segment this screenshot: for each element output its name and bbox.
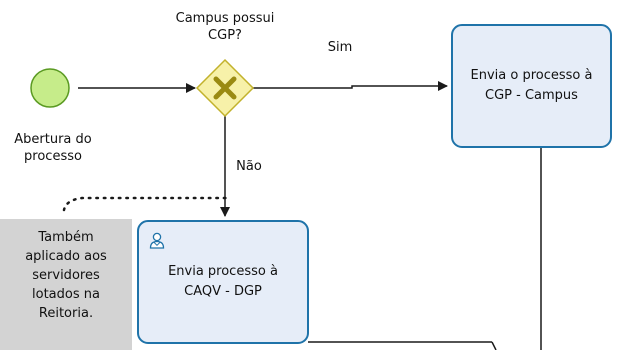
start-event-label: Abertura do processo (0, 131, 106, 165)
gateway-label-line1: Campus possui (175, 11, 275, 26)
start-event-label-line2: processo (24, 149, 82, 164)
task-envia-cgp-campus[interactable]: Envia o processo à CGP - Campus (451, 24, 612, 148)
user-icon (149, 232, 165, 249)
annotation-association (62, 196, 230, 212)
text-annotation[interactable]: Também aplicado aos servidores lotados n… (0, 219, 132, 350)
task-caqv-text: Envia processo à CAQV - DGP (139, 262, 307, 302)
task-cgp-text: Envia o processo à CGP - Campus (453, 66, 610, 106)
flow-gateway-to-cgp-task[interactable] (252, 81, 448, 91)
task-envia-caqv-dgp[interactable]: Envia processo à CAQV - DGP (137, 220, 309, 344)
flow-caqv-task-out-tail[interactable] (491, 341, 497, 350)
task-cgp-line1: Envia o processo à (470, 68, 593, 83)
gateway-label-line2: CGP? (208, 28, 242, 43)
task-caqv-line1: Envia processo à (168, 264, 278, 279)
gateway-label: Campus possui CGP? (158, 10, 292, 44)
annotation-line4: lotados na (32, 287, 100, 302)
start-event[interactable] (30, 68, 70, 108)
annotation-line5: Reitoria. (38, 306, 94, 321)
annotation-line2: aplicado aos (25, 249, 107, 264)
annotation-line1: Também (38, 230, 94, 245)
gateway-x-marker-icon (213, 76, 237, 100)
task-caqv-line2: CAQV - DGP (184, 284, 262, 299)
start-event-label-line1: Abertura do (14, 132, 92, 147)
flow-yes-label: Sim (327, 40, 353, 55)
flow-no-label: Não (236, 159, 262, 174)
task-cgp-line2: CGP - Campus (485, 88, 578, 103)
annotation-line3: servidores (32, 268, 100, 283)
